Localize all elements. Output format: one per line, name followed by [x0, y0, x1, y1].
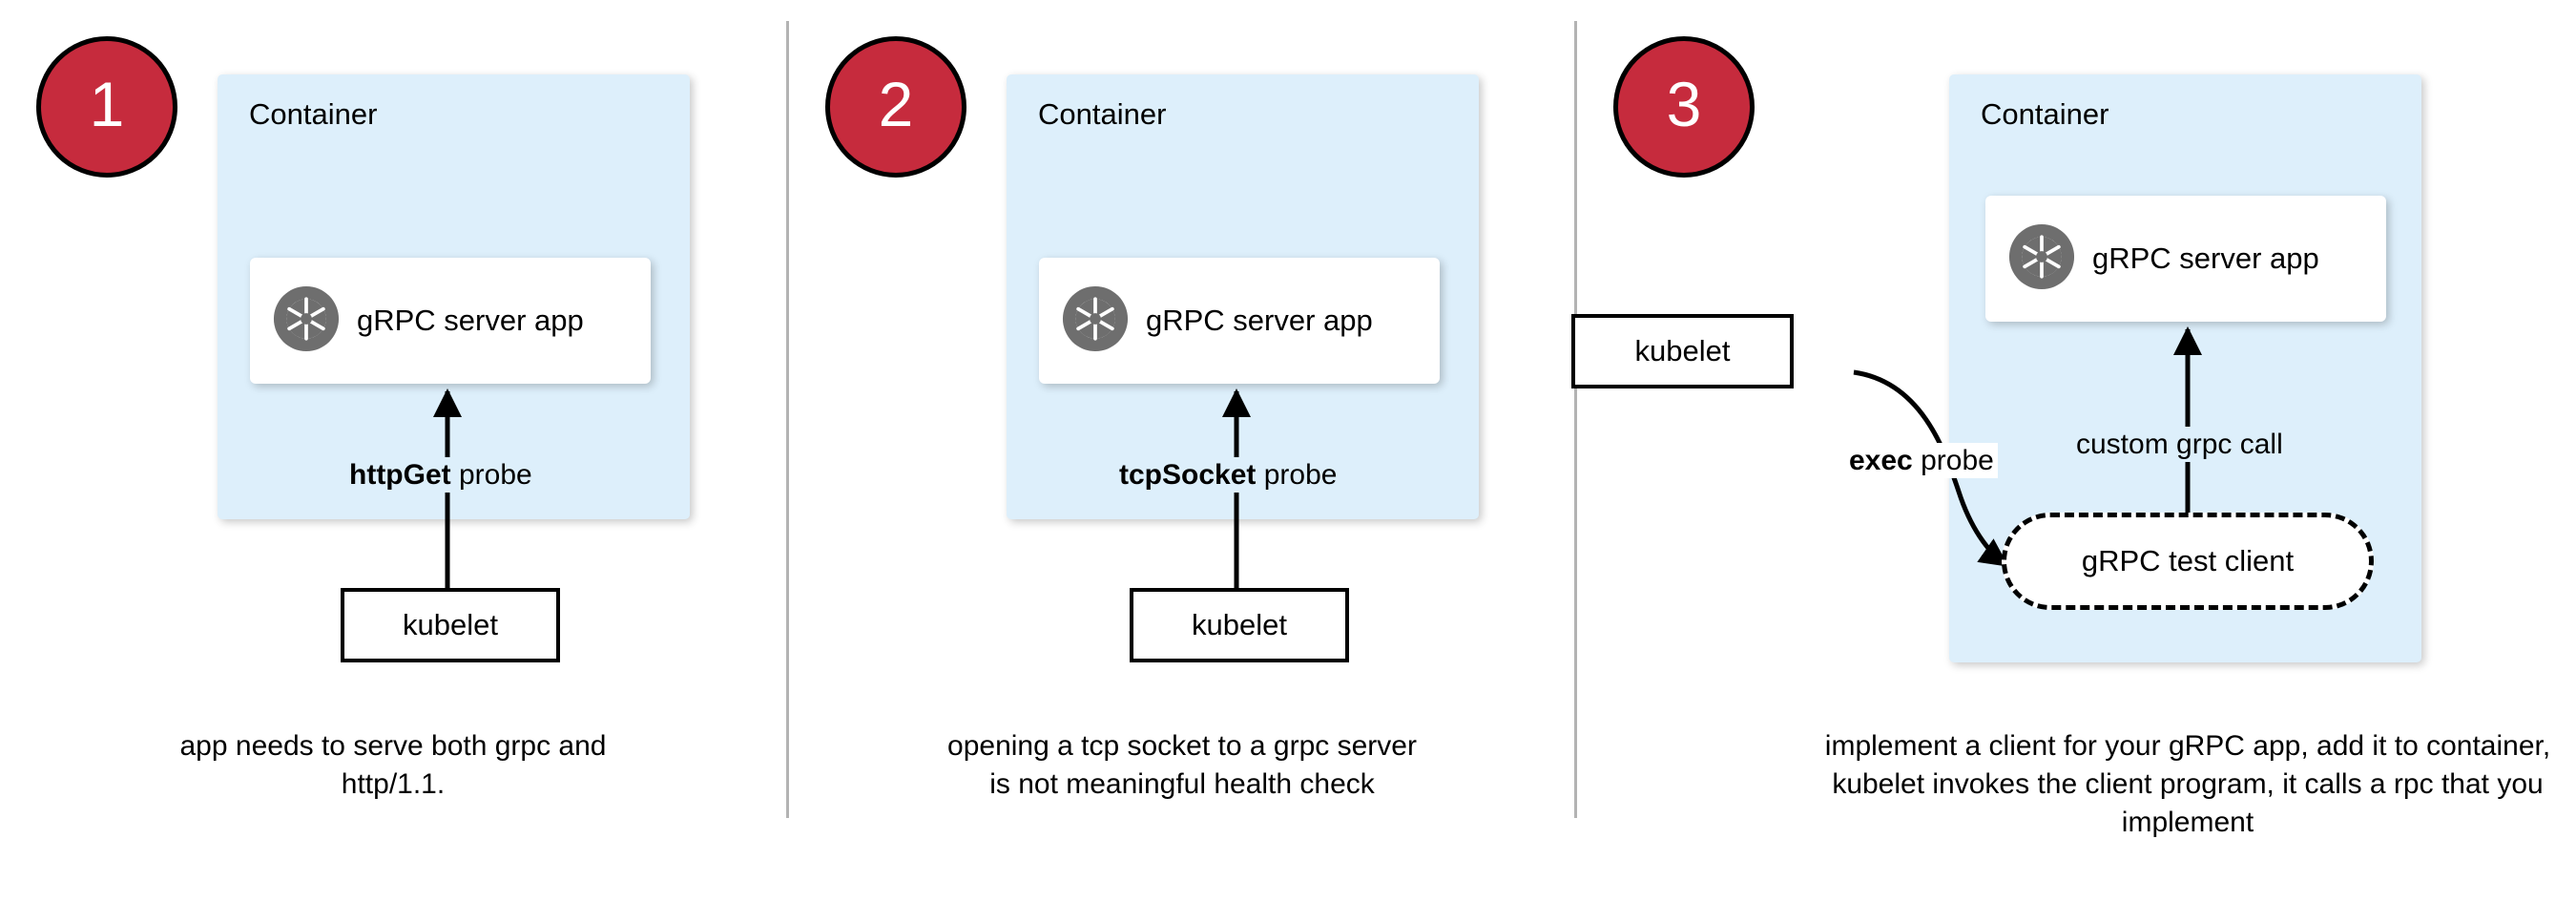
panel-1-caption: app needs to serve both grpc and http/1.… — [179, 730, 607, 800]
probe-label-1-suffix: probe — [450, 459, 532, 491]
kubelet-box-2: kubelet — [1130, 588, 1349, 662]
kubelet-box-3: kubelet — [1571, 314, 1794, 388]
probe-label-2-keyword: tcpSocket — [1119, 459, 1257, 491]
grpc-aperture-icon — [2006, 221, 2077, 297]
step-badge-2-number: 2 — [878, 69, 914, 139]
panel-3-caption: implement a client for your gRPC app, ad… — [1824, 730, 2551, 838]
grpc-aperture-icon — [271, 283, 342, 359]
probe-label-2-suffix: probe — [1256, 459, 1338, 491]
grpc-server-app-label-3: gRPC server app — [2092, 241, 2319, 275]
step-badge-3: 3 — [1613, 36, 1755, 178]
container-label-1: Container — [249, 97, 378, 131]
probe-label-1: httpGet probe — [343, 457, 538, 493]
grpc-server-app-card-2: gRPC server app — [1039, 258, 1440, 384]
panel-2-caption: opening a tcp socket to a grpc server is… — [947, 730, 1417, 800]
grpc-server-app-label-1: gRPC server app — [357, 304, 584, 337]
step-badge-2: 2 — [825, 36, 966, 178]
probe-label-3-suffix: probe — [1912, 445, 1994, 476]
probe-label-3: exec probe — [1845, 443, 1998, 478]
grpc-server-app-card-1: gRPC server app — [250, 258, 651, 384]
custom-grpc-call-label: custom grpc call — [2070, 427, 2289, 462]
panel-divider-1 — [786, 21, 789, 818]
probe-label-1-keyword: httpGet — [349, 459, 451, 491]
grpc-server-app-label-2: gRPC server app — [1146, 304, 1373, 337]
probe-label-3-keyword: exec — [1849, 445, 1913, 476]
panel-1: 1 Container — [0, 0, 786, 923]
container-label-2: Container — [1038, 97, 1167, 131]
grpc-server-app-card-3: gRPC server app — [1985, 196, 2386, 322]
panel-2: 2 Container — [789, 0, 1574, 923]
kubelet-box-1: kubelet — [341, 588, 560, 662]
step-badge-1-number: 1 — [89, 69, 125, 139]
container-label-3: Container — [1981, 97, 2109, 131]
grpc-test-client-pill: gRPC test client — [2002, 513, 2374, 610]
kubelet-label-3: kubelet — [1634, 334, 1731, 367]
step-badge-1: 1 — [36, 36, 177, 178]
kubelet-label-1: kubelet — [403, 608, 498, 641]
panel-divider-2 — [1574, 21, 1577, 818]
probe-label-2: tcpSocket probe — [1113, 457, 1343, 493]
grpc-aperture-icon — [1060, 283, 1131, 359]
step-badge-3-number: 3 — [1666, 69, 1702, 139]
grpc-test-client-label: gRPC test client — [2081, 544, 2295, 577]
kubelet-label-2: kubelet — [1192, 608, 1287, 641]
panel-3: 3 Container — [1571, 0, 2576, 923]
